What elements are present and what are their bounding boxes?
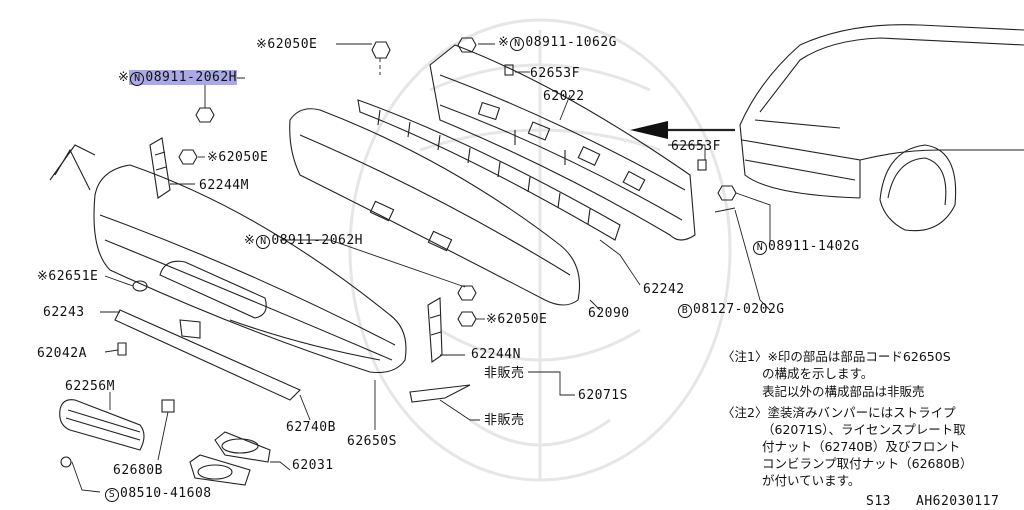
- label-62244m: 62244M: [199, 178, 249, 193]
- label-62651e: ※62651E: [37, 269, 99, 284]
- label-62650s: 62650S: [347, 434, 397, 449]
- label-62050e-mid: ※62050E: [207, 150, 269, 165]
- combination-lamp: [189, 431, 271, 486]
- note2-line2: （62071S）、ライセンスプレート取: [762, 422, 966, 437]
- circle-n-icon: N: [753, 241, 767, 255]
- bumper-reinforcement: [429, 44, 696, 241]
- label-08127-0202g: 08127-0202G: [693, 302, 785, 317]
- label-62244n: 62244N: [471, 347, 521, 362]
- label-62022: 62022: [543, 89, 585, 104]
- note2-line3: 付ナット（62740B）及びフロント: [762, 439, 961, 454]
- label-08911-1402g: 08911-1402G: [768, 239, 860, 254]
- fasteners: [60, 37, 737, 468]
- note2-line5: が付いています。: [762, 473, 861, 488]
- direction-arrow: [630, 121, 735, 139]
- lower-panel: [114, 309, 301, 401]
- label-62031: 62031: [292, 458, 334, 473]
- circle-n-icon: N: [130, 72, 145, 86]
- label-hihanbai-1: 非販売: [484, 366, 525, 381]
- label-62050e-top: ※62050E: [256, 37, 318, 52]
- footer-code: AH62030117: [916, 494, 1000, 509]
- bracket-right: [427, 297, 443, 364]
- label-62243: 62243: [43, 305, 85, 320]
- label-62680b: 62680B: [113, 463, 163, 478]
- star-mark: ※: [118, 70, 130, 85]
- label-08911-2062h-top: 08911-2062H: [145, 70, 237, 85]
- note1-line1: 〈注1〉※印の部品は部品コード62650S: [722, 349, 951, 364]
- bumper-fascia: [49, 144, 407, 374]
- label-62256m: 62256M: [65, 379, 115, 394]
- bumper-armature: [289, 108, 581, 306]
- label-62090: 62090: [588, 306, 630, 321]
- energy-absorber: [357, 99, 621, 241]
- label-08911-1062g: 08911-1062G: [525, 35, 617, 50]
- bracket-left: [149, 137, 171, 199]
- circle-s-icon: S: [105, 488, 119, 502]
- nut-62680b: [161, 399, 175, 413]
- label-62071s: 62071S: [578, 388, 628, 403]
- circle-n-icon: N: [256, 235, 271, 249]
- note1-line2: の構成を示します。: [762, 366, 874, 381]
- bumper-stripe: [409, 384, 471, 403]
- label-08510-41608: 08510-41608: [120, 486, 212, 501]
- label-62050e-low: ※62050E: [486, 312, 548, 327]
- leader-lines: [71, 43, 771, 493]
- star-mark: ※: [244, 233, 256, 248]
- note2-line4: コンビランプ取付ナット（62680B）: [762, 456, 973, 471]
- footer-model: S13: [866, 494, 891, 509]
- label-62740b: 62740B: [286, 420, 336, 435]
- circle-b-icon: B: [678, 304, 692, 318]
- label-62653f-mid: 62653F: [671, 139, 721, 154]
- car-body-outline: [739, 24, 1024, 232]
- label-62242: 62242: [643, 282, 685, 297]
- label-hihanbai-2: 非販売: [484, 413, 525, 428]
- label-62653f-top: 62653F: [530, 66, 580, 81]
- label-62042a: 62042A: [37, 346, 87, 361]
- note2-line1: 〈注2〉塗装済みバンパーにはストライプ: [722, 405, 956, 420]
- note1-line3: 表記以外の構成部品は非販売: [762, 384, 925, 399]
- star-mark: ※: [498, 35, 510, 50]
- watermark-emblem: [348, 18, 732, 482]
- label-08911-2062h-mid: 08911-2062H: [271, 233, 363, 248]
- grille: [59, 399, 145, 451]
- circle-n-icon: N: [510, 37, 525, 51]
